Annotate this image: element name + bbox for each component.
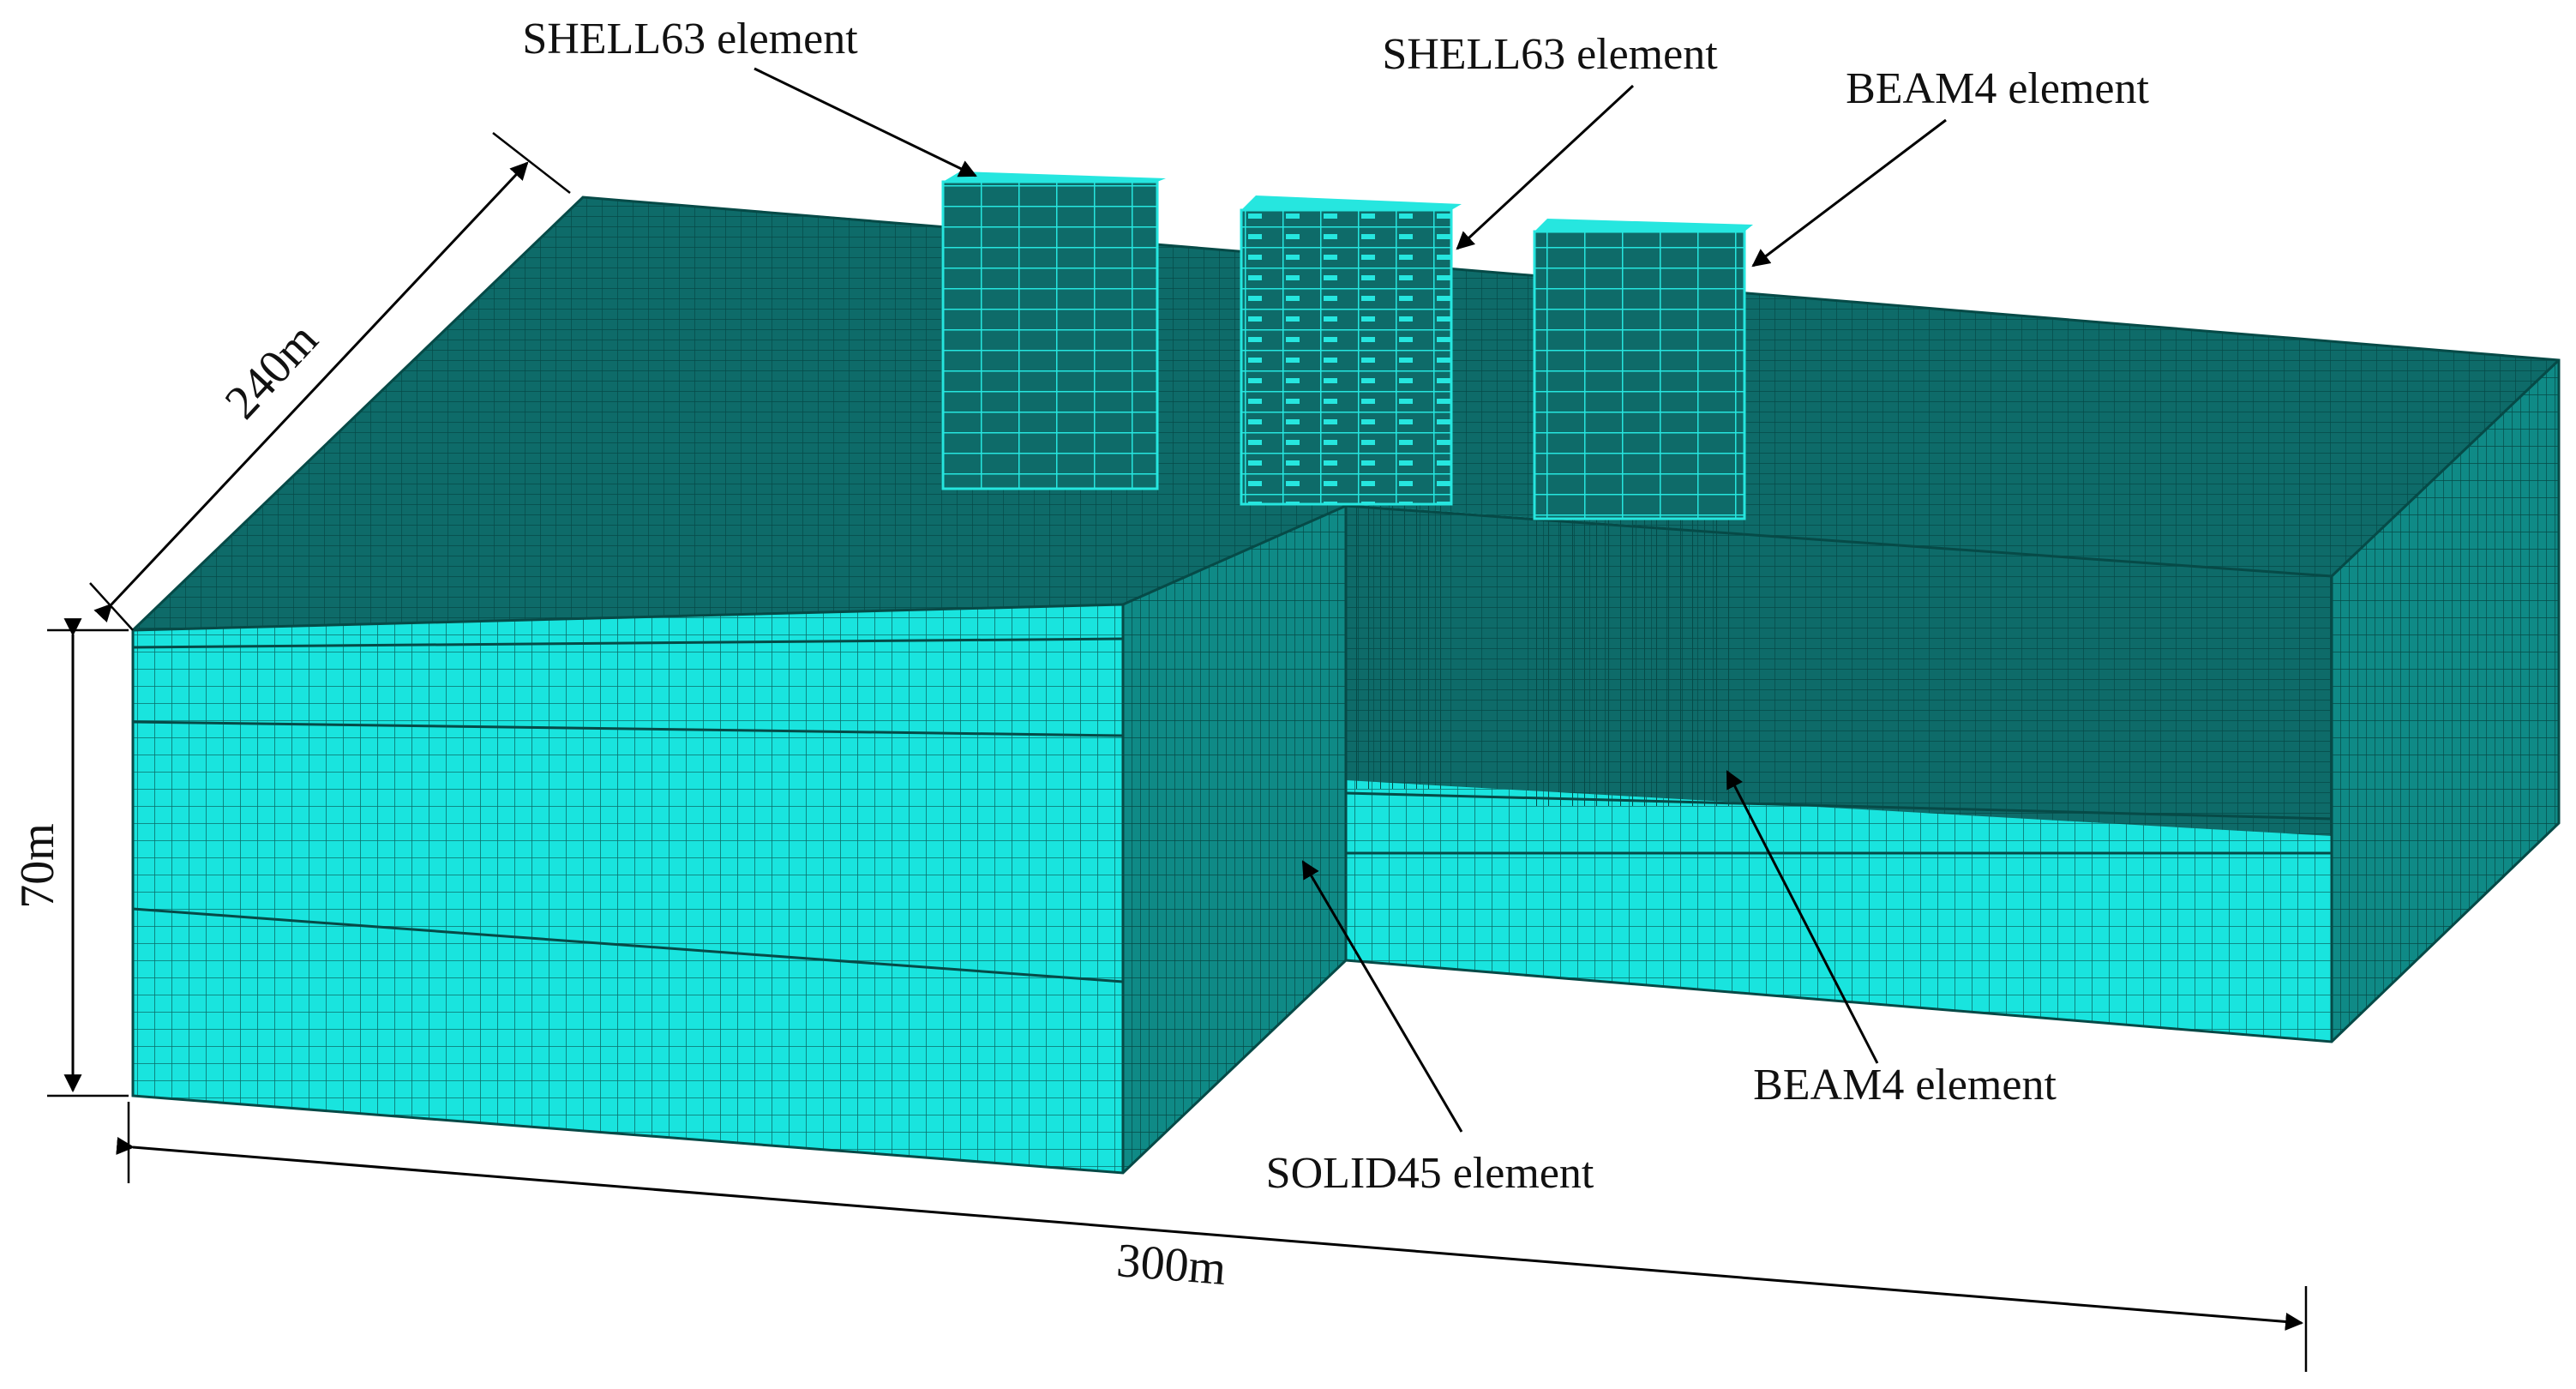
- callout-beam4-bottom-label: BEAM4 element: [1753, 1061, 2057, 1109]
- dim-length-label: 300m: [1114, 1234, 1228, 1296]
- callout-solid45-label: SOLID45 element: [1266, 1149, 1594, 1198]
- callout-beam4-top-arrow: [1751, 118, 1947, 268]
- soil-left-block-front: [133, 604, 1123, 1173]
- building-right: [1533, 219, 1753, 520]
- building-left: [941, 171, 1166, 490]
- soil-left-block-side: [1123, 506, 1346, 1173]
- callout-shell63-mid-arrow: [1456, 84, 1635, 250]
- callout-beam4-bottom-arrow: [1726, 770, 1879, 1064]
- dim-length-line: [116, 1137, 2304, 1331]
- building-middle: [1240, 195, 1462, 506]
- layer-line: [132, 637, 1124, 649]
- dim-depth-ext-top: [492, 132, 571, 194]
- building-right-top: [1534, 219, 1753, 232]
- layer-line: [132, 907, 1124, 983]
- dim-depth-line: [93, 161, 529, 622]
- building-middle-top: [1241, 195, 1462, 210]
- dim-height-label: 70m: [11, 823, 64, 909]
- callout-beam4-top-label: BEAM4 element: [1846, 64, 2149, 113]
- callout-shell63-left-arrow: [754, 67, 977, 177]
- callout-shell63-left-label: SHELL63 element: [522, 15, 858, 63]
- soil-edge: [1345, 504, 2333, 578]
- soil-right-side-face: [2332, 360, 2559, 1042]
- soil-edge: [2330, 358, 2561, 578]
- pile-group-mid: [1350, 506, 1444, 789]
- pile-group-right: [1530, 514, 1736, 806]
- callout-solid45-arrow: [1301, 860, 1463, 1133]
- building-left-top: [943, 171, 1166, 182]
- building-right-front: [1533, 230, 1746, 520]
- soil-edge: [1122, 504, 1347, 606]
- layer-line: [1345, 791, 2333, 821]
- building-middle-front: [1240, 208, 1453, 506]
- callout-shell63-mid-label: SHELL63 element: [1382, 30, 1718, 79]
- callouts: SHELL63 element SHELL63 element BEAM4 el…: [522, 15, 2149, 1198]
- building-left-front: [941, 180, 1159, 490]
- layer-line: [132, 720, 1124, 737]
- dim-depth-label: 240m: [215, 313, 328, 430]
